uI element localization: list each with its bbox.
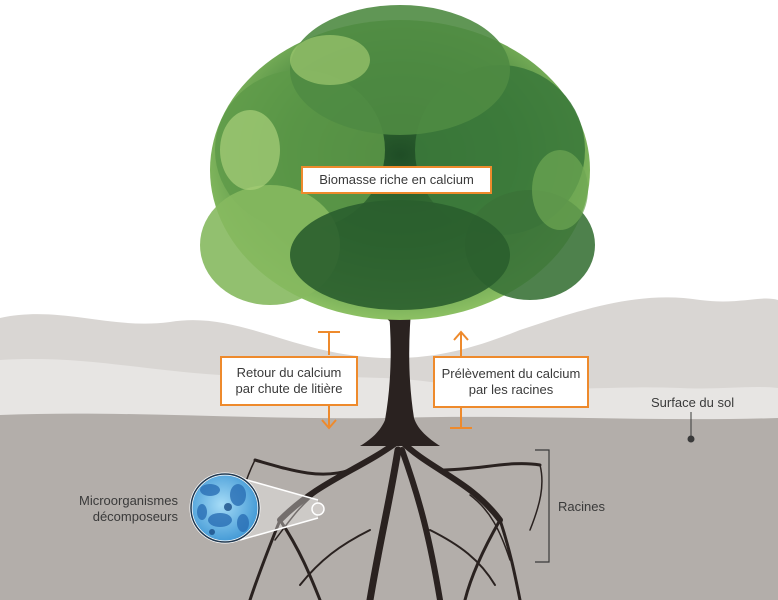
root-uptake-line-2: par les racines [468, 382, 554, 397]
litter-return-line-1: Retour du calcium [236, 365, 342, 380]
microorganisms-line-1: Microorganismes [79, 493, 178, 508]
arrow-up-icon [450, 330, 472, 429]
microorganisms-label: Microorganismes décomposeurs [58, 493, 178, 525]
microorganisms-line-2: décomposeurs [92, 509, 178, 524]
roots-bracket [535, 449, 550, 563]
tree-roots [234, 437, 543, 600]
microorganism-magnifier-icon [189, 472, 325, 544]
arrow-down-icon [318, 331, 340, 430]
litter-return-label: Retour du calcium par chute de litière [220, 356, 358, 406]
litter-return-line-2: par chute de litière [235, 381, 343, 396]
root-uptake-label: Prélèvement du calcium par les racines [433, 356, 589, 408]
roots-label: Racines [558, 499, 605, 514]
biomass-label: Biomasse riche en calcium [301, 166, 492, 194]
tree-trunk [360, 300, 440, 446]
tree-canopy [200, 5, 595, 320]
biomass-label-text: Biomasse riche en calcium [319, 172, 474, 187]
root-uptake-line-1: Prélèvement du calcium [441, 366, 581, 381]
soil-surface-pointer [687, 412, 695, 443]
soil-surface-label: Surface du sol [651, 395, 735, 410]
